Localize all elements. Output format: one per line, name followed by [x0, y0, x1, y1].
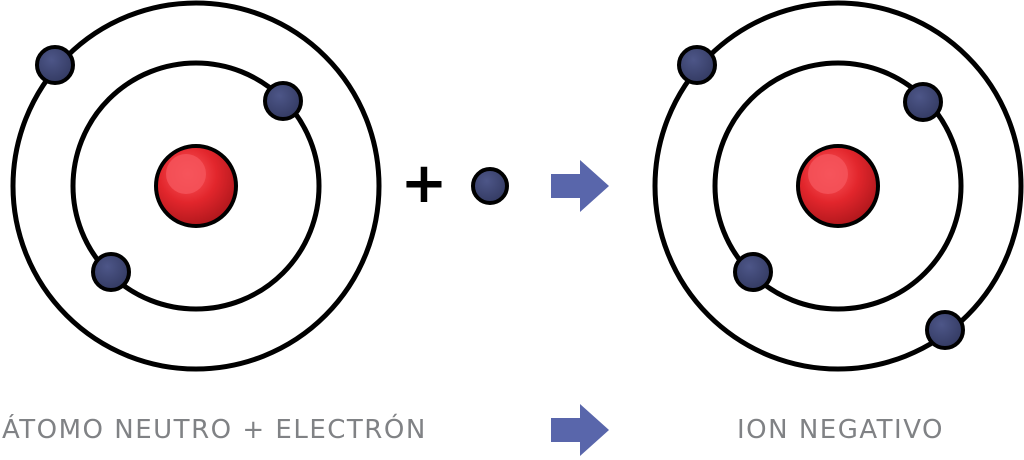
electron — [903, 82, 943, 122]
negative-ion-caption: ION NEGATIVO — [737, 415, 944, 445]
inner-orbit — [70, 60, 322, 312]
inner-orbit — [712, 60, 964, 312]
negative-ion — [652, 0, 1024, 372]
free-electron — [471, 167, 509, 205]
arrow-right-icon — [551, 404, 609, 456]
neutral-atom — [10, 0, 382, 372]
electron — [733, 252, 773, 292]
nucleus — [796, 144, 880, 228]
neutral-atom-caption: ÁTOMO NEUTRO + ELECTRÓN — [2, 415, 427, 445]
arrow-right-icon — [551, 160, 609, 212]
plus-sign: + — [401, 151, 448, 216]
electron — [91, 252, 131, 292]
outer-orbit — [10, 0, 382, 372]
nucleus — [154, 144, 238, 228]
electron — [35, 45, 75, 85]
outer-orbit — [652, 0, 1024, 372]
electron — [263, 81, 303, 121]
electron — [677, 45, 717, 85]
electron — [925, 310, 965, 350]
